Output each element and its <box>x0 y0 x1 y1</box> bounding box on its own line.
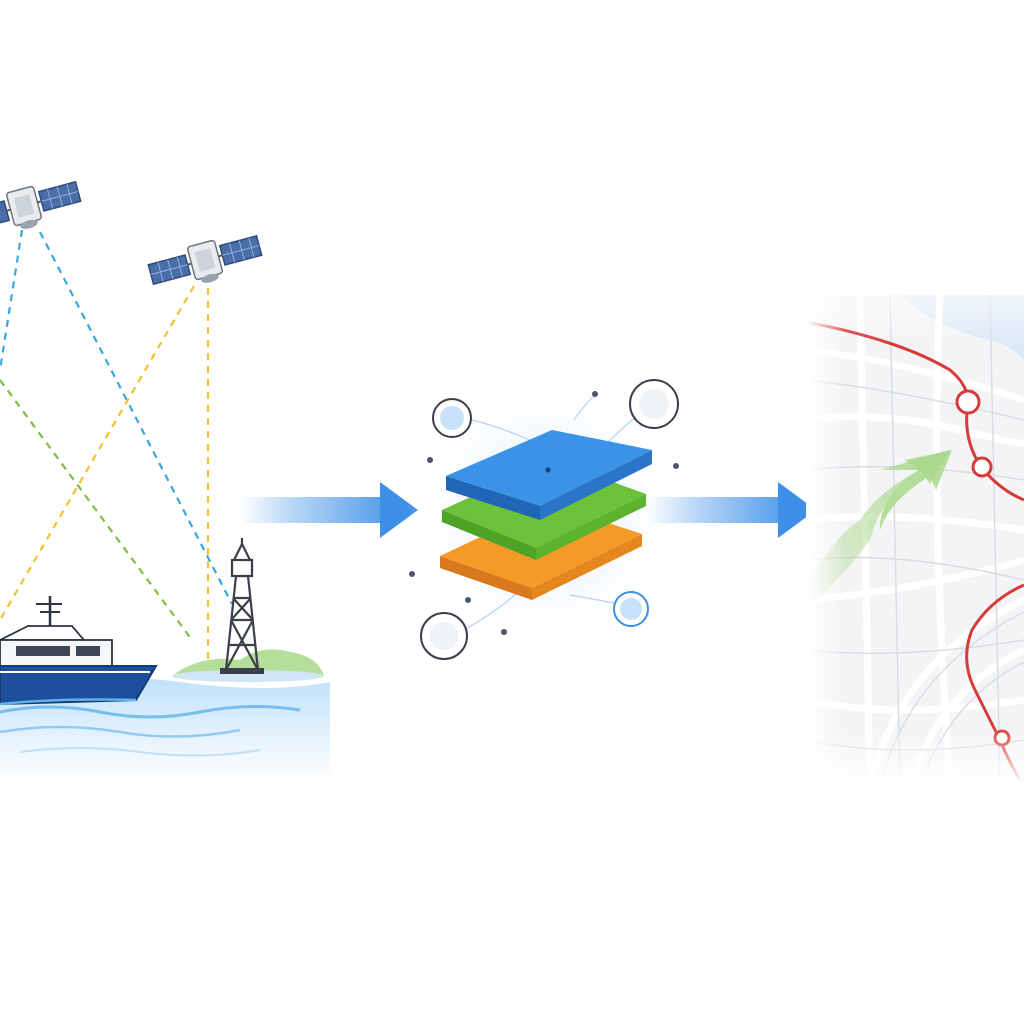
route-map-stage <box>806 295 1024 785</box>
signal-line <box>0 379 193 641</box>
island <box>172 649 324 682</box>
node-icon <box>629 379 679 429</box>
satellite-icon <box>147 234 263 286</box>
node-icon <box>420 612 468 660</box>
layer-stack-icon <box>440 430 652 600</box>
node-dots <box>409 391 679 635</box>
direction-arrow-icon <box>879 450 952 530</box>
node-icon <box>432 398 472 438</box>
signal-line <box>0 285 195 621</box>
satellite-icon <box>0 180 82 230</box>
data-fusion-stage <box>405 372 685 660</box>
node-icon <box>613 591 649 627</box>
lighthouse-icon <box>220 538 264 674</box>
ship-icon <box>0 596 158 706</box>
map-icon <box>806 295 1024 785</box>
flow-arrow <box>240 482 418 538</box>
flow-arrow <box>648 482 816 538</box>
signal-line <box>0 229 24 371</box>
water <box>0 677 330 780</box>
signal-line <box>39 231 233 605</box>
layer-blue <box>446 430 652 520</box>
data-sources-stage <box>0 180 330 780</box>
signal-lines <box>0 229 233 660</box>
